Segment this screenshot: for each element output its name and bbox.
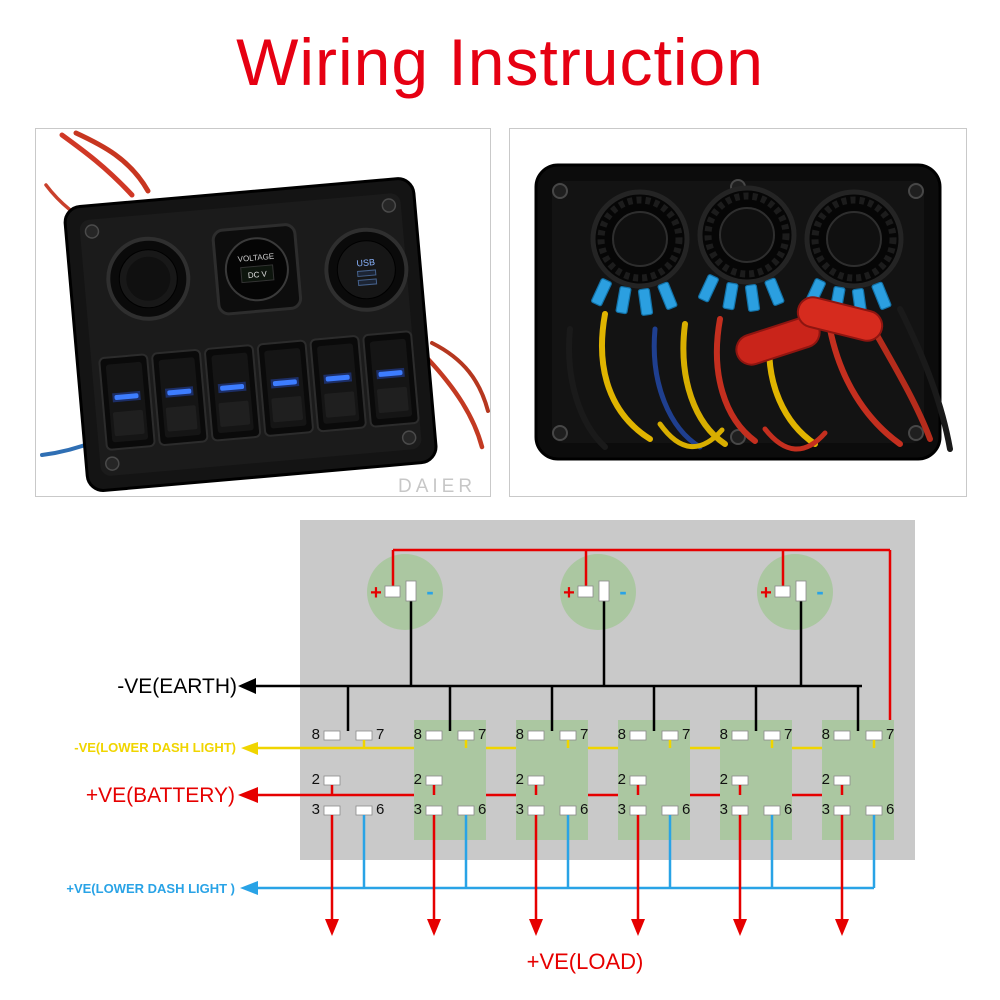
socket-positive-terminal: + [370,582,382,604]
socket-circle: + - [757,550,833,686]
socket-positive-terminal: + [563,582,575,604]
switch-panel: VOLTAGE DC V USB [63,177,438,492]
wiring-diagram: + - + - + - 8 7 2 3 6 [66,520,915,974]
socket-negative-terminal: - [619,579,626,604]
terminal-8: 8 [312,726,320,743]
terminal-6: 6 [580,801,588,818]
dash-light-negative-arrow [241,742,258,755]
switch-block: 8 7 2 3 6 [312,686,384,936]
earth-arrow [238,678,256,694]
socket-circle: + - [367,550,443,686]
back-panel-illustration [534,163,953,461]
terminal-7: 7 [682,726,690,743]
switch-block: 8 7 2 3 6 [720,686,792,936]
terminal-2: 2 [822,771,830,788]
terminal-6: 6 [784,801,792,818]
rocker-switch [362,330,420,428]
fuse-holder [735,296,884,366]
page-title: Wiring Instruction [236,25,764,99]
terminal-7: 7 [784,726,792,743]
usb-label: USB [356,257,375,269]
terminal-8: 8 [822,726,830,743]
socket-negative-terminal: - [816,579,823,604]
panel-screws [84,198,417,471]
terminal-6: 6 [478,801,486,818]
voltmeter-label: VOLTAGE [237,252,274,264]
earth-label: -VE(EARTH) [117,675,237,698]
terminal-3: 3 [516,801,524,818]
switch-block: 8 7 2 3 6 [414,686,486,936]
terminal-7: 7 [376,726,384,743]
terminal-2: 2 [516,771,524,788]
terminal-3: 3 [720,801,728,818]
terminal-8: 8 [618,726,626,743]
battery-arrow [238,787,258,803]
round-connector [590,189,690,289]
switch-block: 8 7 2 3 6 [516,686,588,936]
switch-block: 8 7 2 3 6 [822,686,894,936]
power-socket [106,236,191,321]
terminal-2: 2 [720,771,728,788]
front-view-photo: VOLTAGE DC V USB [35,128,491,497]
socket-circle: + - [560,550,636,686]
rocker-switch [204,344,262,442]
rocker-switch [256,339,314,437]
terminal-3: 3 [312,801,320,818]
rocker-switch [98,353,156,451]
terminal-3: 3 [822,801,830,818]
load-label: +VE(LOAD) [527,949,644,974]
rocker-switch-row [98,330,420,451]
terminal-8: 8 [720,726,728,743]
terminal-6: 6 [682,801,690,818]
voltmeter: VOLTAGE DC V [211,223,303,316]
dash-light-positive-arrow [240,881,258,895]
switch-block: 8 7 2 3 6 [618,686,690,936]
battery-label: +VE(BATTERY) [86,784,235,807]
terminal-2: 2 [312,771,320,788]
terminal-8: 8 [516,726,524,743]
dash-light-negative-label: -VE(LOWER DASH LIGHT) [74,740,236,755]
terminal-6: 6 [886,801,894,818]
terminal-2: 2 [618,771,626,788]
back-view-photo [509,128,967,497]
socket-negative-terminal: - [426,579,433,604]
usb-socket: USB [324,227,409,312]
terminal-3: 3 [414,801,422,818]
round-connector [804,189,904,289]
terminal-6: 6 [376,801,384,818]
front-panel-illustration: VOLTAGE DC V USB [40,130,490,492]
terminal-2: 2 [414,771,422,788]
dash-light-positive-label: +VE(LOWER DASH LIGHT ) [66,881,235,896]
brand-watermark: DAIER [398,476,477,497]
spade-terminals [591,274,892,316]
terminal-8: 8 [414,726,422,743]
terminal-7: 7 [886,726,894,743]
terminal-7: 7 [478,726,486,743]
terminal-7: 7 [580,726,588,743]
round-connector [697,185,797,285]
voltmeter-display [240,264,275,284]
rocker-switch [309,335,367,433]
rocker-switch [151,348,209,446]
terminal-3: 3 [618,801,626,818]
socket-positive-terminal: + [760,582,772,604]
voltmeter-display-text: DC V [247,269,267,280]
